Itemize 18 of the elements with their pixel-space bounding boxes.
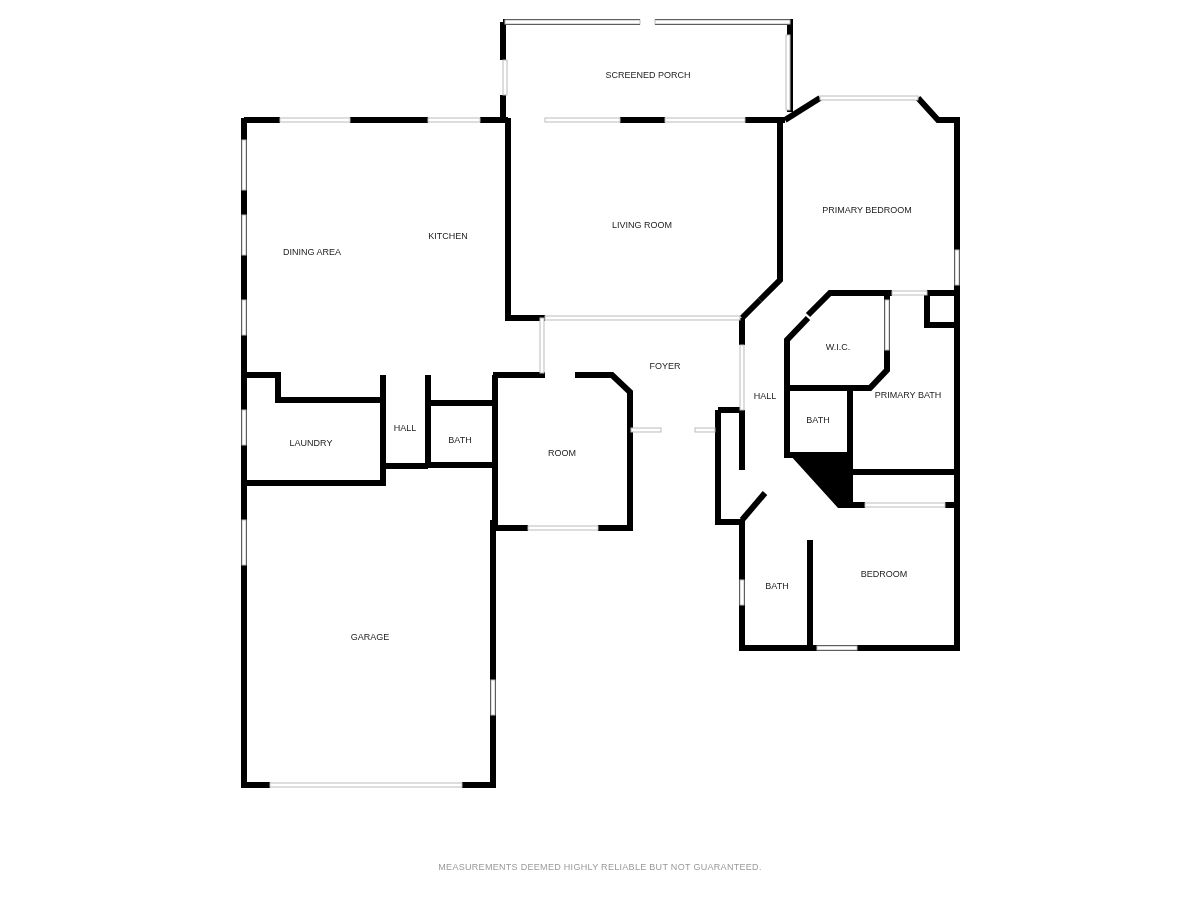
room-label: BATH [448, 435, 472, 445]
room-label: DINING AREA [283, 247, 341, 257]
room-label: BATH [806, 415, 830, 425]
room-label: GARAGE [350, 632, 390, 642]
room-label: FOYER [649, 361, 681, 371]
room-label: LAUNDRY [289, 438, 333, 448]
room-label: PRIMARY BEDROOM [822, 205, 912, 215]
room-label: HALL [753, 391, 777, 401]
room-label: ROOM [548, 448, 576, 458]
room-label: BATH [765, 581, 789, 591]
room-label: BEDROOM [860, 569, 908, 579]
disclaimer-note: MEASUREMENTS DEEMED HIGHLY RELIABLE BUT NOT GUARANTEED. [437, 862, 763, 872]
room-label: W.I.C. [825, 342, 851, 352]
room-label: KITCHEN [428, 231, 468, 241]
room-label: PRIMARY BATH [874, 390, 942, 400]
room-label: LIVING ROOM [612, 220, 672, 230]
room-label: SCREENED PORCH [605, 70, 691, 80]
room-label: HALL [393, 423, 417, 433]
